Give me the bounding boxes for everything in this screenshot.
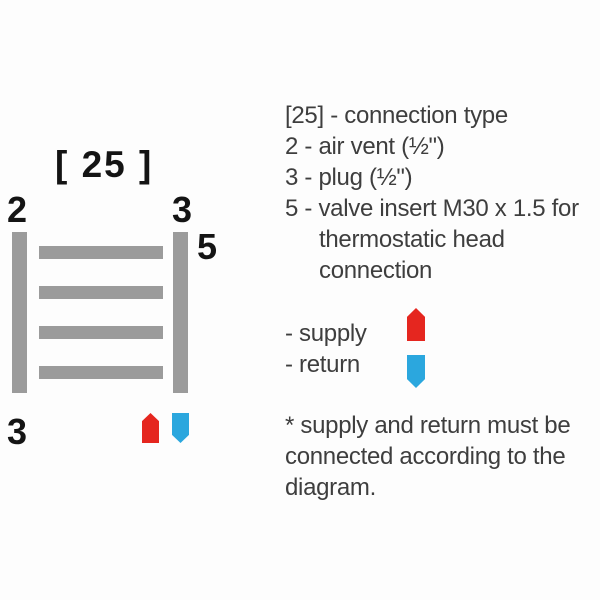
key-line-plug: 3 - plug (½") (285, 164, 413, 191)
plug-bottom-number-label: 3 (7, 411, 28, 452)
connection-key-text: [25] - connection type 2 - air vent (½")… (285, 100, 579, 286)
footnote-line: * supply and return must be (285, 412, 571, 439)
return-legend-label: - return (285, 351, 360, 378)
valve-number-label: 5 (197, 226, 218, 267)
key-line-valve-insert: 5 - valve insert M30 x 1.5 for (285, 195, 579, 222)
key-line-air-vent: 2 - air vent (½") (285, 133, 445, 160)
radiator-rung-bar (39, 326, 163, 339)
radiator-rung-bar (39, 246, 163, 259)
supply-arrow-icon (407, 308, 425, 341)
key-line-connection: connection (319, 257, 433, 284)
key-line-connection-type: [25] - connection type (285, 102, 508, 129)
connection-type-code: [ 25 ] (55, 144, 154, 185)
key-line-thermostatic-head: thermostatic head (319, 226, 505, 253)
plug-top-number-label: 3 (172, 189, 193, 230)
footnote-text: * supply and return must be connected ac… (285, 410, 571, 503)
radiator-rung-bar (39, 286, 163, 299)
footnote-line: connected according to the (285, 443, 566, 470)
supply-legend-label: - supply (285, 320, 367, 347)
radiator-right-collector-bar (173, 232, 188, 393)
radiator-rung-bar (39, 366, 163, 379)
supply-arrow-icon (142, 413, 159, 443)
return-arrow-icon (407, 355, 425, 388)
return-arrow-icon (172, 413, 189, 443)
radiator-left-collector-bar (12, 232, 27, 393)
footnote-line: diagram. (285, 474, 376, 501)
air-vent-number-label: 2 (7, 189, 28, 230)
